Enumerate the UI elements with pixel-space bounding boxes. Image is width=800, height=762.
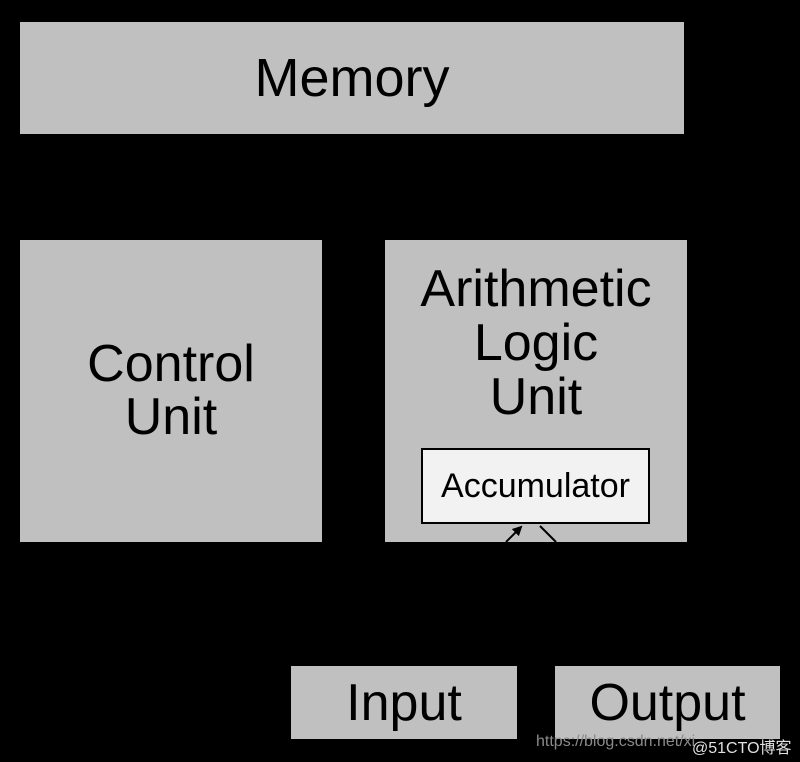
alu-title: Arithmetic Logic Unit — [385, 262, 687, 424]
input-label: Input — [346, 673, 462, 732]
output-label: Output — [589, 673, 746, 732]
output-box: Output — [555, 666, 780, 739]
control-unit-box: Control Unit — [20, 240, 322, 542]
line-from-accumulator — [539, 525, 557, 543]
watermark-url: https://blog.csdn.net/xi — [536, 733, 696, 750]
arrow-into-accumulator — [505, 525, 523, 543]
alu-label-line3: Unit — [489, 368, 583, 426]
memory-label: Memory — [254, 48, 450, 108]
watermark-brand: @51CTO博客 — [692, 740, 792, 757]
alu-box: Arithmetic Logic Unit Accumulator — [385, 240, 687, 542]
alu-label-line2: Logic — [473, 314, 599, 372]
memory-box: Memory — [20, 22, 684, 134]
accumulator-box: Accumulator — [421, 448, 650, 524]
control-unit-label-line2: Unit — [124, 388, 218, 446]
alu-label-line1: Arithmetic — [420, 260, 652, 318]
input-box: Input — [291, 666, 517, 739]
accumulator-label: Accumulator — [441, 466, 630, 505]
control-unit-label-line1: Control — [87, 335, 255, 393]
